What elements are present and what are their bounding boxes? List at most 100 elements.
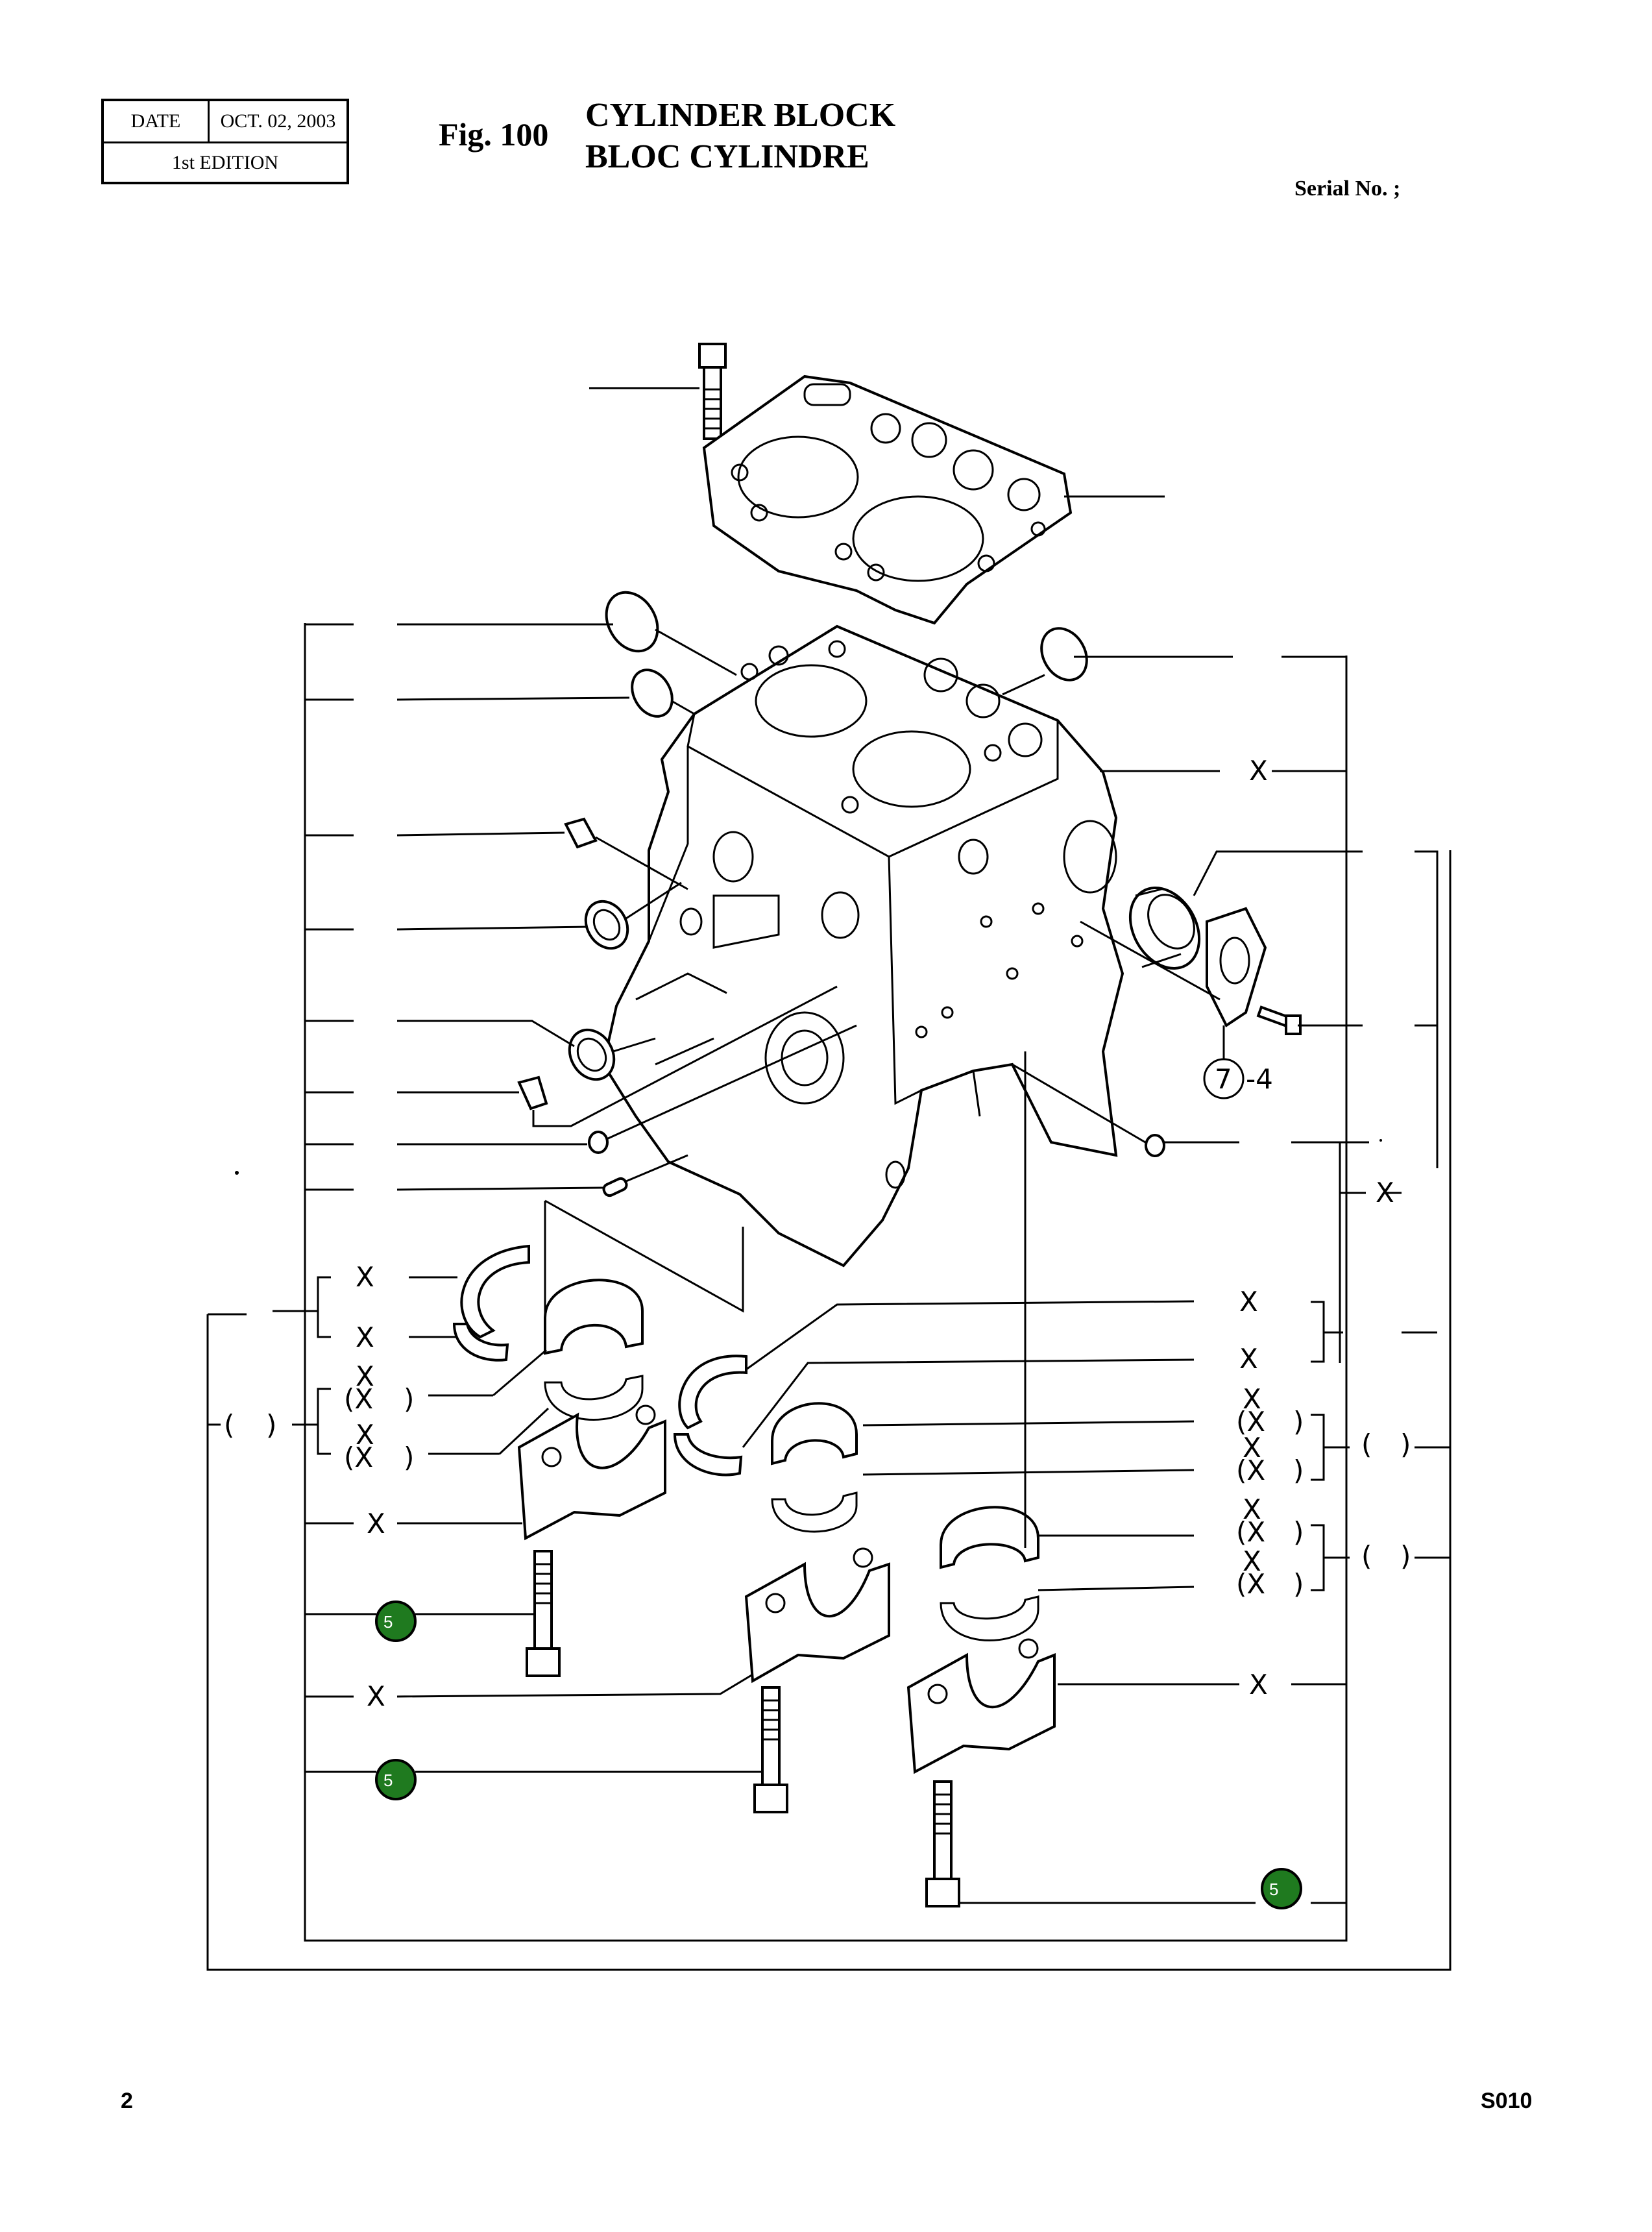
leader-8 <box>396 1186 604 1191</box>
leader-dowel-pin <box>626 1154 688 1183</box>
stray-dot-right <box>1379 1139 1382 1142</box>
edition-label: 1st EDITION <box>171 152 279 173</box>
leader-oil-seal-lower <box>613 1037 656 1053</box>
taper-plug <box>517 1075 548 1110</box>
o-ring-small-right <box>1145 1134 1165 1157</box>
callout-paren-x-bearing-left-b: (X <box>344 1441 373 1473</box>
page-code: S010 <box>1481 2089 1533 2113</box>
leader-oil-seal-left <box>626 881 682 920</box>
stray-dot <box>235 1171 239 1175</box>
o-ring-small-left <box>588 1131 609 1154</box>
leader-3 <box>396 831 565 837</box>
serial-number: Serial No. ; <box>1294 177 1401 201</box>
callout-close-paren-d: ) <box>1293 1568 1304 1600</box>
expansion-plug-middle <box>631 668 674 718</box>
main-bearing-upper-left <box>544 1279 644 1421</box>
callout-group-close-center: ) <box>1400 1429 1411 1460</box>
leader-2 <box>396 696 630 701</box>
bracket-r10 <box>1311 1524 1325 1591</box>
callout-x-bearing-right-b: X <box>1243 1545 1261 1577</box>
callout-group-paren-center: ( <box>1361 1429 1372 1460</box>
callout-x-bearing-center-b: X <box>1243 1432 1261 1464</box>
callout-x-cap-center: X <box>367 1680 385 1712</box>
flange-bolt-right <box>1256 1005 1302 1035</box>
reference-7-4: 7 -4 <box>1203 1058 1273 1099</box>
dowel-pin <box>602 1177 628 1197</box>
callout-x-thrust-left-upper: X <box>356 1261 374 1293</box>
oil-seal-left <box>584 900 629 950</box>
bracket-thrust <box>317 1276 331 1338</box>
badge-5-center: 5 <box>375 1759 417 1800</box>
leader-r9 <box>862 1469 1195 1476</box>
cap-bolt-left <box>526 1550 561 1677</box>
leader-plug-middle <box>671 700 695 715</box>
reference-suffix-4: -4 <box>1246 1063 1273 1095</box>
callout-paren-x-bearing-right-a: (X <box>1236 1516 1265 1548</box>
bracket-main-outer <box>304 623 1348 1942</box>
leader-5 <box>397 1020 575 1048</box>
callout-x-bearing-left-b: X <box>356 1419 374 1451</box>
date-label: DATE <box>104 101 210 141</box>
callout-group-close-left: ) <box>266 1409 276 1441</box>
badge-5-left: 5 <box>375 1600 417 1642</box>
callout-paren-x-bearing-left-a: (X <box>344 1383 373 1415</box>
expansion-plug-upper <box>605 591 659 653</box>
leader-taper-plug <box>532 985 838 1127</box>
bearing-bush <box>1128 887 1201 970</box>
leader-thrust-center-upper <box>746 1300 1195 1371</box>
bracket-r3 <box>1415 850 1439 1168</box>
date-row: DATE OCT. 02, 2003 <box>104 101 346 143</box>
callout-group-paren-right: ( <box>1361 1540 1372 1572</box>
leader-plug-right <box>1002 674 1045 696</box>
leader-o-ring-right <box>1012 1063 1146 1144</box>
date-value: OCT. 02, 2003 <box>220 110 336 132</box>
bracket-r5 <box>1339 1141 1369 1363</box>
callout-close-paren-c: ) <box>1293 1516 1304 1548</box>
bearing-cap-center <box>744 1547 890 1684</box>
main-bearing-center <box>771 1402 858 1533</box>
edition-box: DATE OCT. 02, 2003 1st EDITION <box>101 99 349 184</box>
thrust-washer-left-upper <box>460 1244 530 1339</box>
callout-paren-x-bearing-right-b: (X <box>1236 1568 1265 1600</box>
leader-bearing-upper-left-b <box>492 1349 547 1397</box>
callout-x-block-right: X <box>1249 755 1268 787</box>
callout-close-paren-e: ) <box>404 1383 414 1415</box>
leader-plug-screw <box>595 836 688 890</box>
centerline-center <box>544 1199 744 1313</box>
main-bearing-right <box>940 1506 1039 1641</box>
badge-5-right: 5 <box>1261 1868 1302 1909</box>
cap-bolt-center <box>753 1686 788 1813</box>
bearing-housing-gasket <box>1206 907 1267 1027</box>
oil-seal-lower <box>568 1028 616 1081</box>
callout-x-cap-left: X <box>367 1508 385 1539</box>
badge-5-center-text: 5 <box>383 1771 393 1790</box>
page-number: 2 <box>121 2089 133 2113</box>
leader-thrust-center-lower <box>742 1358 1195 1448</box>
bearing-cap-right <box>906 1638 1056 1774</box>
leader-cap-center <box>396 1673 753 1698</box>
badge-5-left-text: 5 <box>383 1612 393 1632</box>
title-french: BLOC CYLINDRE <box>585 138 869 175</box>
head-bolt <box>698 343 727 440</box>
callout-x-bearing-center-a: X <box>1243 1383 1261 1415</box>
plug-screw <box>564 817 598 849</box>
reference-7: 7 <box>1215 1063 1232 1095</box>
bracket-r8 <box>1311 1414 1325 1481</box>
leader-4 <box>396 926 588 931</box>
callout-close-paren-b: ) <box>1293 1454 1304 1486</box>
callout-paren-x-bearing-center-a: (X <box>1236 1406 1265 1438</box>
badge-5-right-text: 5 <box>1269 1880 1278 1899</box>
callout-x-thrust-lower: X <box>1239 1343 1258 1375</box>
thrust-washer-center-lower <box>673 1433 743 1477</box>
expansion-plug-right <box>1040 627 1088 681</box>
thrust-washer-left-lower <box>452 1323 509 1362</box>
cap-bolt-right <box>925 1780 960 1907</box>
callout-group-paren-left: ( <box>224 1409 234 1441</box>
title-english: CYLINDER BLOCK <box>585 97 896 134</box>
leader-o-ring-left <box>606 1024 857 1140</box>
callout-close-paren-f: ) <box>404 1441 414 1473</box>
callout-x-right-bracket: X <box>1376 1177 1394 1208</box>
head-gasket <box>702 374 1073 625</box>
callout-x-bearing-right-a: X <box>1243 1493 1261 1525</box>
